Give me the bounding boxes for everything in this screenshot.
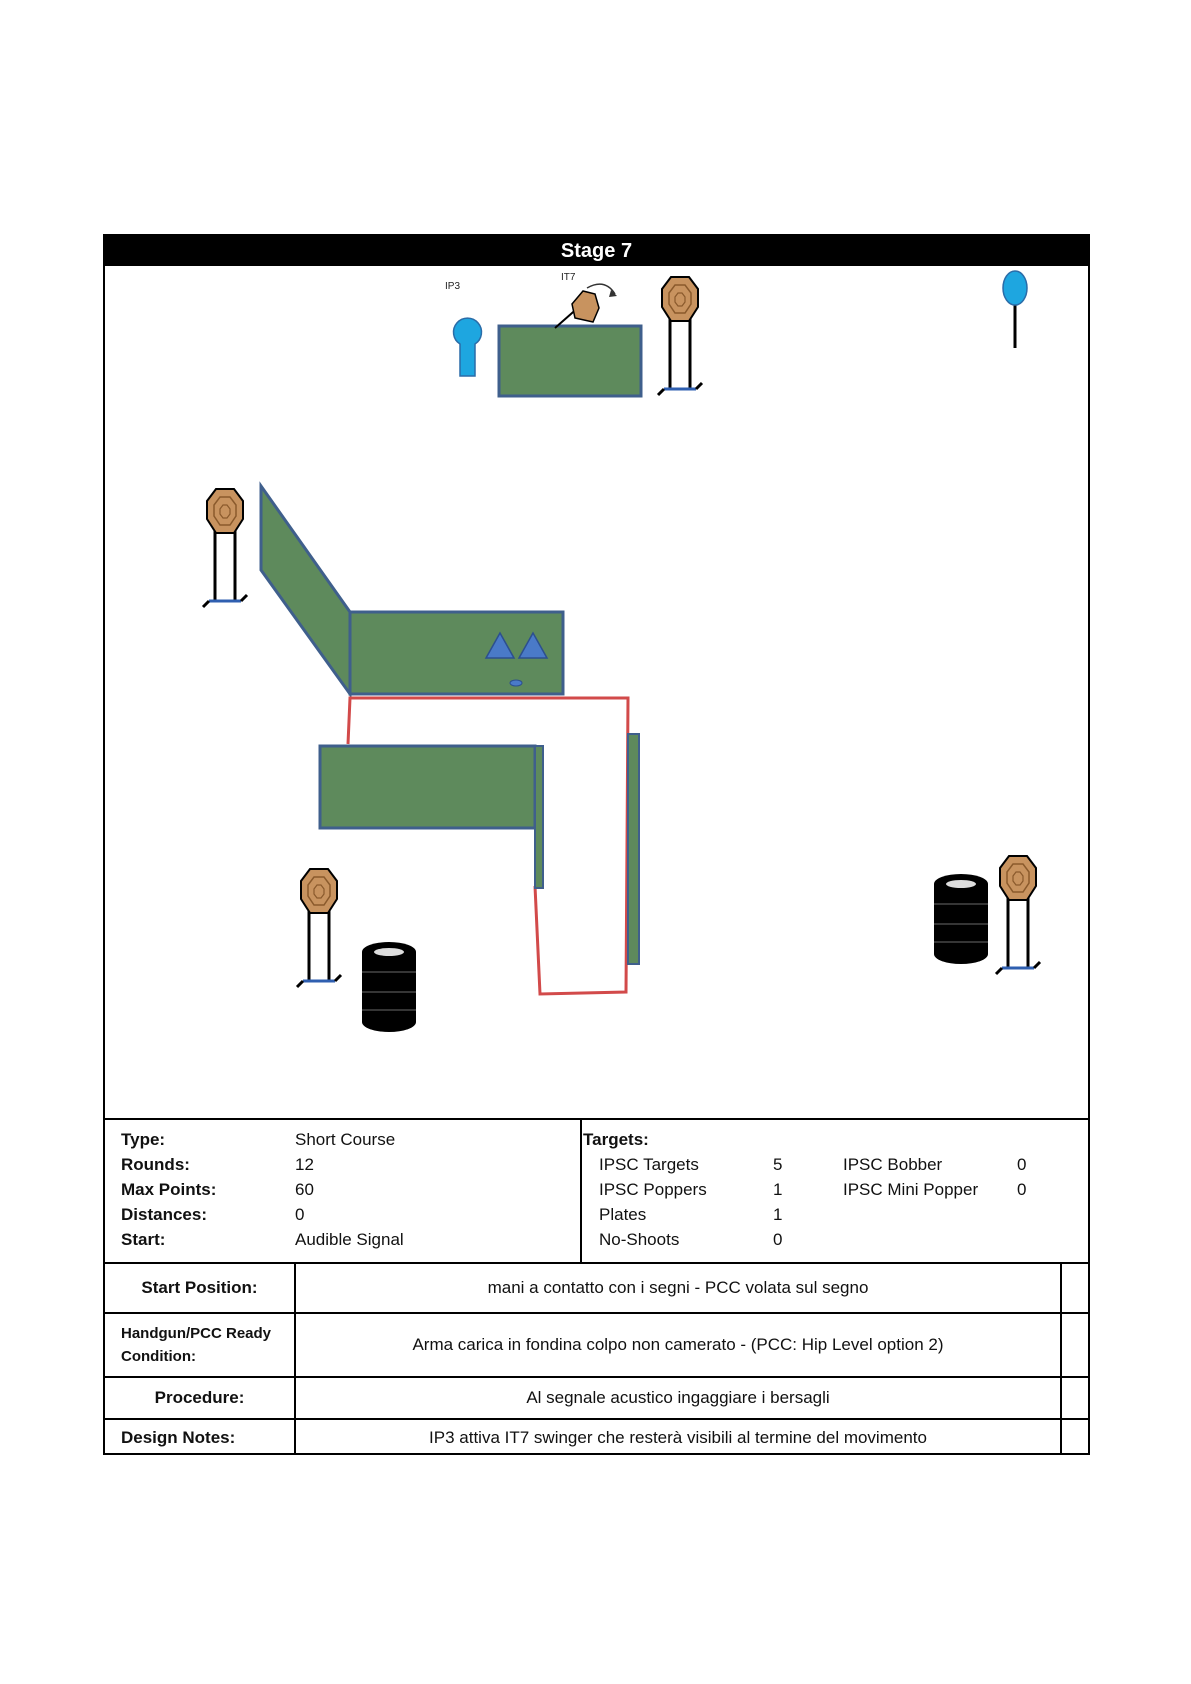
target-type-label: IPSC Mini Popper	[843, 1180, 979, 1199]
target-type-label: No-Shoots	[599, 1230, 680, 1249]
start-mark-icon	[484, 631, 516, 659]
start-position-row: Start Position: mani a contatto con i se…	[105, 1262, 1088, 1312]
wall-panel-top	[497, 324, 643, 398]
wall-panel-narrow	[627, 733, 640, 965]
start-value: Audible Signal	[295, 1230, 404, 1249]
target-type-label: IPSC Bobber	[843, 1155, 943, 1174]
design-notes-value: IP3 attiva IT7 swinger che resterà visib…	[296, 1420, 1062, 1455]
start-position-value: mani a contatto con i segni - PCC volata…	[296, 1264, 1062, 1312]
pcc-mark-icon	[509, 679, 523, 687]
type-value: Short Course	[295, 1130, 396, 1149]
it7-label: IT7	[561, 272, 576, 283]
target-count: 5	[773, 1155, 783, 1174]
distances-label: Distances:	[121, 1205, 207, 1224]
rounds-label: Rounds:	[121, 1155, 190, 1174]
design-notes-label: Design Notes:	[105, 1420, 296, 1455]
wall-panel-lower	[318, 744, 537, 830]
procedure-value: Al segnale acustico ingaggiare i bersagl…	[296, 1378, 1062, 1418]
targets-label: Targets:	[583, 1130, 649, 1149]
start-position-label: Start Position:	[105, 1264, 296, 1312]
procedure-row: Procedure: Al segnale acustico ingaggiar…	[105, 1376, 1088, 1418]
ip3-label: IP3	[445, 281, 460, 292]
stage-title: Stage 7	[105, 236, 1088, 266]
max-points-value: 60	[295, 1180, 314, 1199]
ipsc-target-icon	[201, 487, 249, 609]
wall-panel-narrow	[534, 745, 544, 889]
stage-diagram: IP3 IT7	[105, 266, 1088, 1118]
max-points-label: Max Points:	[121, 1180, 217, 1199]
ready-condition-label-line2: Condition:	[121, 1348, 196, 1365]
target-type-label: Plates	[599, 1205, 647, 1224]
target-type-label: IPSC Targets	[599, 1155, 699, 1174]
target-count: 0	[773, 1230, 783, 1249]
barrel-stack-icon	[933, 873, 989, 965]
design-notes-row: Design Notes: IP3 attiva IT7 swinger che…	[105, 1418, 1088, 1455]
rounds-value: 12	[295, 1155, 314, 1174]
ipsc-target-icon	[656, 275, 704, 397]
stage-info-left: Type: Short Course Rounds: 12 Max Points…	[105, 1120, 582, 1262]
start-label: Start:	[121, 1230, 166, 1249]
barrel-stack-icon	[361, 941, 417, 1033]
plate-icon	[1002, 270, 1028, 348]
ready-condition-label: Handgun/PCC Ready Condition:	[105, 1314, 296, 1376]
ready-condition-row: Handgun/PCC Ready Condition: Arma carica…	[105, 1312, 1088, 1376]
target-count: 1	[773, 1205, 783, 1224]
type-label: Type:	[121, 1130, 166, 1149]
stage-sheet: Stage 7	[103, 234, 1090, 1455]
target-count: 1	[773, 1180, 783, 1199]
target-type-label: IPSC Poppers	[599, 1180, 707, 1199]
target-count: 0	[1017, 1155, 1027, 1174]
stage-info-panel: Type: Short Course Rounds: 12 Max Points…	[105, 1118, 1088, 1262]
ipsc-target-icon	[994, 854, 1042, 976]
target-count: 0	[1017, 1180, 1027, 1199]
ipsc-target-icon	[295, 867, 343, 989]
procedure-label: Procedure:	[105, 1378, 296, 1418]
distances-value: 0	[295, 1205, 305, 1224]
ready-condition-label-line1: Handgun/PCC Ready	[121, 1325, 272, 1342]
popper-icon	[452, 317, 483, 377]
wall-panel-angled	[259, 481, 352, 699]
start-mark-icon	[517, 631, 549, 659]
ready-condition-value: Arma carica in fondina colpo non camerat…	[296, 1314, 1062, 1376]
swinger-icon	[554, 283, 617, 329]
